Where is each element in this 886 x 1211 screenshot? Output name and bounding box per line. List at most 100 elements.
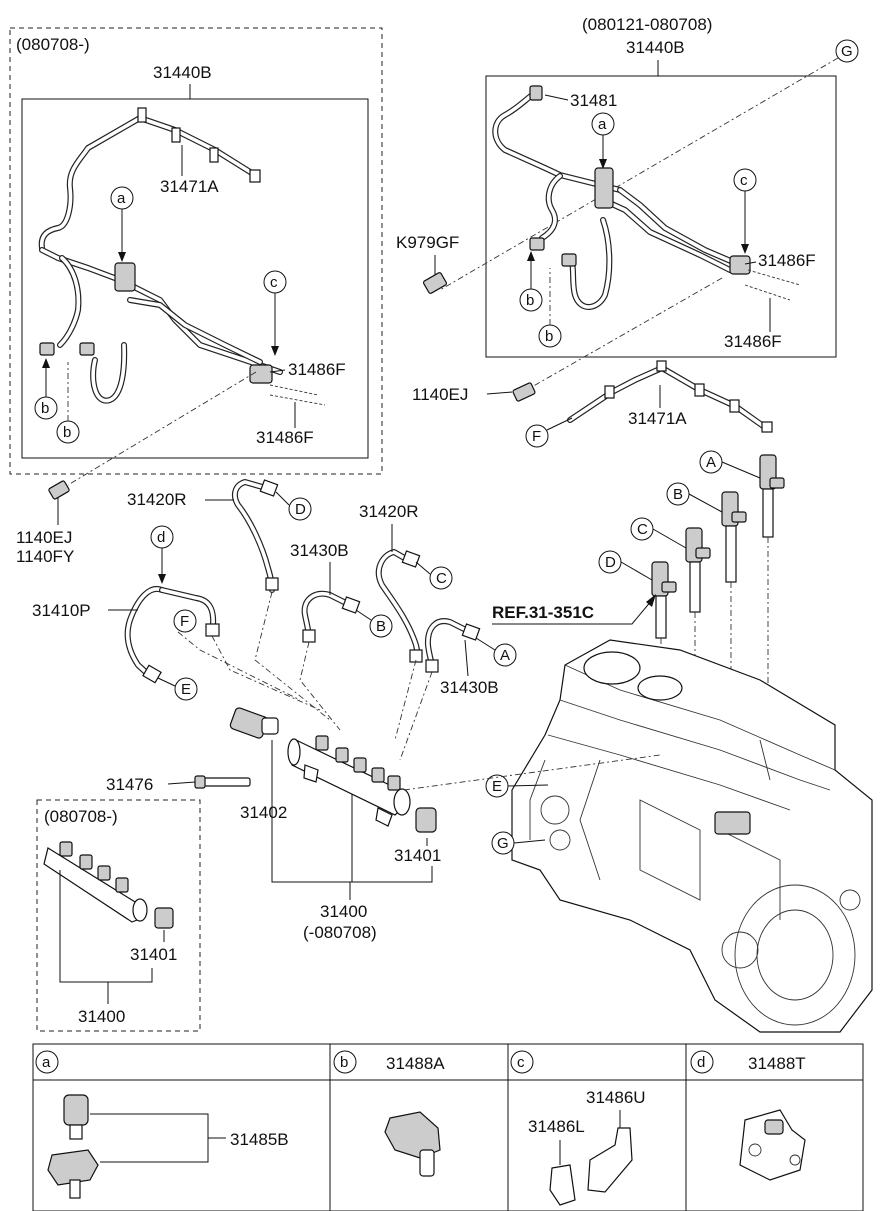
label-31420r-second: 31420R: [359, 502, 419, 521]
label-31400-range: (-080708): [303, 923, 377, 942]
label-31401: 31401: [394, 846, 441, 865]
svg-text:b: b: [545, 328, 553, 345]
top-right-return-hose: [492, 85, 801, 310]
tr-callout-g: [835, 39, 859, 63]
tr-callout-f: [525, 424, 549, 448]
top-right-inner-box: [485, 75, 837, 358]
top-left-tee-connector: [114, 262, 136, 292]
injectors: A B C D: [598, 450, 785, 740]
tl-label-1140ej: 1140EJ: [16, 528, 72, 547]
label-31476: 31476: [106, 775, 153, 794]
tr-bolt-k979gf: [422, 272, 448, 294]
svg-text:B: B: [376, 618, 386, 635]
legend-cell-b: b 31488A: [333, 1050, 445, 1177]
legend-c-part-lower: 31486L: [528, 1117, 585, 1136]
svg-text:c: c: [740, 172, 748, 189]
top-left-panel: (080708-) 31440B 31471A: [9, 27, 383, 566]
top-left-clip: [249, 364, 273, 384]
bl-label-31401: 31401: [130, 945, 177, 964]
high-pressure-pipes: [124, 479, 481, 761]
top-left-range: (080708-): [16, 35, 90, 54]
svg-text:C: C: [637, 521, 648, 538]
pressure-sensor-31401: [415, 807, 437, 833]
label-31402: 31402: [240, 803, 287, 822]
engine-block: [511, 639, 873, 1033]
top-right-panel: (080121-080708) 31440B G 31481: [396, 15, 859, 448]
tr-label-k979gf: K979GF: [396, 233, 459, 252]
bolt-31476: [194, 775, 251, 789]
svg-text:c: c: [517, 1054, 525, 1071]
legend-a-part: 31485B: [230, 1130, 289, 1149]
svg-text:C: C: [436, 570, 447, 587]
tr-main-part: 31440B: [626, 38, 685, 57]
tr-label-31486f-1: 31486F: [758, 251, 816, 270]
ref-label: REF.31-351C: [492, 603, 594, 622]
svg-text:E: E: [181, 681, 191, 698]
svg-text:A: A: [706, 454, 716, 471]
svg-text:b: b: [63, 424, 71, 441]
bottom-left-dashed-border: [36, 799, 201, 1032]
svg-text:a: a: [598, 116, 607, 133]
tl-label-31486f-2: 31486F: [256, 428, 314, 447]
callout-b-pipe: [369, 614, 393, 638]
tr-label-1140ej: 1140EJ: [412, 385, 468, 404]
svg-text:a: a: [117, 190, 126, 207]
svg-text:d: d: [157, 529, 165, 546]
svg-text:B: B: [673, 486, 683, 503]
top-left-return-hose: [38, 107, 326, 406]
svg-text:G: G: [497, 835, 509, 852]
top-left-inner-box: [21, 98, 369, 459]
svg-text:a: a: [42, 1054, 51, 1071]
svg-text:A: A: [500, 647, 510, 664]
svg-text:F: F: [532, 428, 541, 445]
tl-bolt-1140ej: [48, 480, 70, 500]
label-31430b-top: 31430B: [290, 541, 349, 560]
label-31420r-top: 31420R: [127, 490, 187, 509]
legend-cell-c: c 31486U 31486L: [510, 1050, 646, 1206]
tr-tee-connector: [594, 167, 614, 209]
injector-a: [759, 454, 785, 538]
legend-c-part-upper: 31486U: [586, 1088, 646, 1107]
callout-a-pipe: [493, 643, 517, 667]
tr-bolt-1140ej: [512, 382, 536, 402]
svg-text:F: F: [180, 613, 189, 630]
tr-leak-pipe: [567, 360, 773, 433]
tr-label-31481: 31481: [570, 91, 617, 110]
svg-text:D: D: [605, 554, 616, 571]
svg-text:b: b: [526, 292, 534, 309]
callout-e-pipe: [174, 677, 198, 701]
injector-b: [721, 491, 747, 583]
label-31400: 31400: [320, 902, 367, 921]
label-31410p: 31410P: [32, 601, 91, 620]
bl-range: (080708-): [44, 807, 118, 826]
svg-text:c: c: [270, 274, 278, 291]
top-left-main-part: 31440B: [153, 63, 212, 82]
tl-label-31471a: 31471A: [160, 177, 219, 196]
bottom-left-panel: (080708-) 31401 31400: [36, 799, 201, 1032]
fuel-rail: [287, 735, 661, 827]
svg-text:E: E: [492, 778, 502, 795]
legend-table: a 31485B b 31488A c 31486U 31486L: [32, 1043, 864, 1211]
tl-label-1140fy: 1140FY: [16, 547, 74, 566]
bl-label-31400: 31400: [78, 1007, 125, 1026]
svg-text:G: G: [841, 43, 853, 60]
legend-cell-a: a 31485B: [35, 1050, 289, 1199]
label-31430b-bottom: 31430B: [440, 678, 499, 697]
callout-d-pipe: [288, 497, 312, 521]
tr-label-31471a: 31471A: [628, 409, 687, 428]
legend-cell-d: d 31488T: [690, 1050, 806, 1181]
tr-label-31486f-2: 31486F: [724, 332, 782, 351]
svg-text:d: d: [697, 1054, 705, 1071]
callout-f-pipe: [173, 609, 197, 633]
svg-text:b: b: [340, 1054, 348, 1071]
injector-c: [685, 527, 711, 613]
tr-range: (080121-080708): [582, 15, 712, 34]
legend-b-header: 31488A: [386, 1054, 445, 1073]
top-left-dashed-border: [9, 27, 383, 475]
callout-c-pipe: [429, 566, 453, 590]
svg-text:D: D: [295, 501, 306, 518]
legend-d-header: 31488T: [748, 1054, 806, 1073]
pressure-valve-31402: [229, 707, 279, 739]
svg-text:b: b: [41, 400, 49, 417]
